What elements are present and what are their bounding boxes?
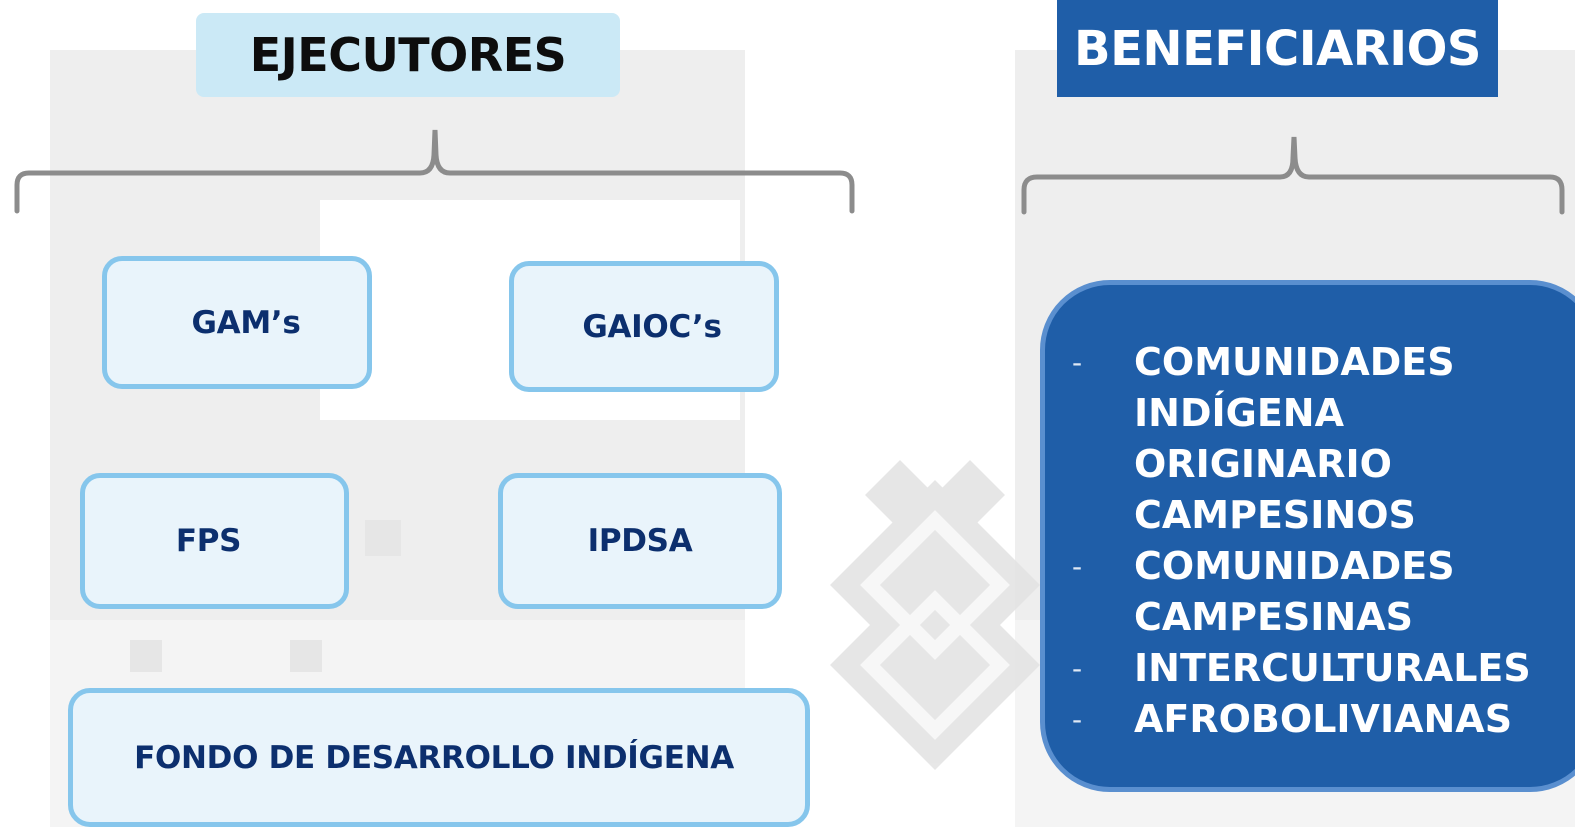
fps-node: FPS	[80, 473, 349, 609]
fps-label: FPS	[175, 523, 242, 559]
bullet-dash: -	[1072, 703, 1083, 736]
gams-node: GAM’s	[102, 256, 372, 389]
gaiocs-label: GAIOC’s	[582, 308, 722, 345]
fondo-desarrollo-indigena-node: FONDO DE DESARROLLO INDÍGENA	[68, 688, 810, 827]
beneficiarios-list: - COMUNIDADES INDÍGENA ORIGINARIO CAMPES…	[1072, 337, 1531, 745]
list-item-text: AFROBOLIVIANAS	[1134, 697, 1513, 741]
bullet-dash: -	[1072, 652, 1083, 685]
beneficiarios-title-text: BENEFICIARIOS	[1074, 20, 1481, 77]
beneficiarios-header: BENEFICIARIOS	[1057, 0, 1498, 97]
gaiocs-node: GAIOC’s	[509, 261, 779, 392]
fondo-label: FONDO DE DESARROLLO INDÍGENA	[134, 739, 734, 776]
list-item: - AFROBOLIVIANAS	[1072, 694, 1513, 745]
ejecutores-title-text: EJECUTORES	[249, 28, 567, 82]
beneficiarios-panel	[1040, 280, 1575, 792]
list-item-text: COMUNIDADES CAMPESINAS	[1134, 544, 1455, 639]
bullet-dash: -	[1072, 346, 1083, 379]
ipdsa-node: IPDSA	[498, 473, 782, 609]
list-item: - INTERCULTURALES	[1072, 643, 1531, 694]
list-item: - COMUNIDADES CAMPESINAS	[1072, 541, 1494, 643]
list-item: - COMUNIDADES INDÍGENA ORIGINARIO CAMPES…	[1072, 337, 1494, 541]
ejecutores-header: EJECUTORES	[196, 13, 620, 97]
ipdsa-label: IPDSA	[587, 523, 693, 559]
list-item-text: INTERCULTURALES	[1134, 646, 1531, 690]
bullet-dash: -	[1072, 550, 1083, 583]
list-item-text: COMUNIDADES INDÍGENA ORIGINARIO CAMPESIN…	[1134, 340, 1455, 537]
gams-label: GAM’s	[191, 304, 301, 341]
